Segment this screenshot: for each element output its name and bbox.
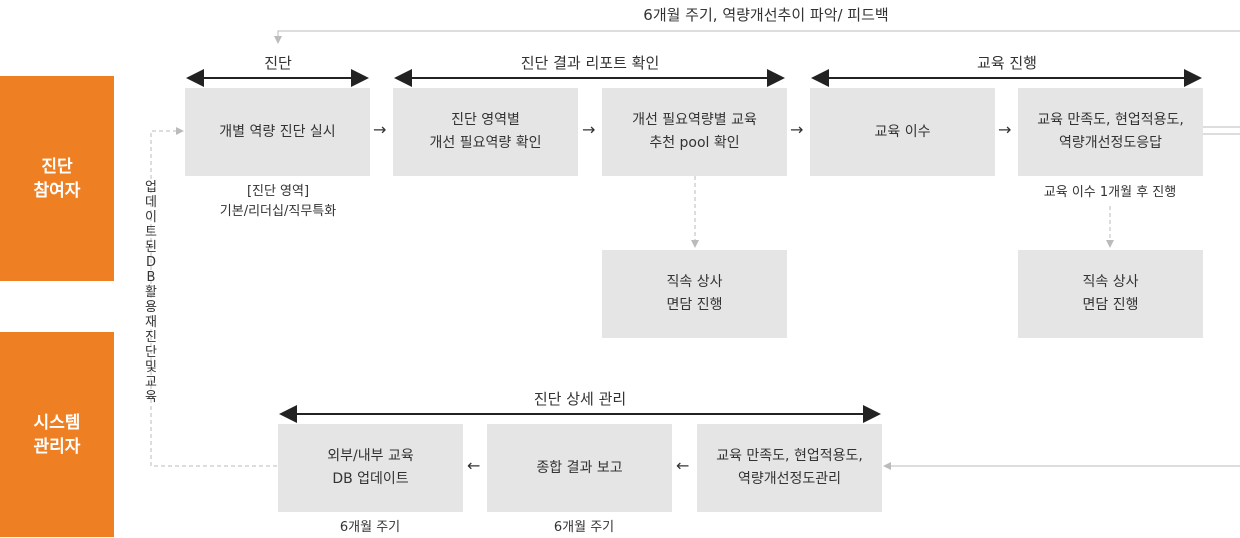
area-note-title: [진단 영역] (246, 184, 310, 199)
feedback-loop-line (274, 30, 1240, 44)
box-completion: 교육 이수 (810, 88, 995, 176)
phase-label-detail: 진단 상세 관리 (533, 390, 627, 408)
arrow-left-1: ← (467, 456, 481, 475)
phase-label-education: 교육 진행 (977, 54, 1037, 72)
rediagnosis-loop-line (150, 127, 277, 467)
box-interview-2: 직속 상사 면담 진행 (1018, 250, 1203, 338)
phase-label-diagnosis: 진단 (264, 54, 292, 72)
vertical-note: 업데이트된 DB활용 재진단 및 교육 (145, 180, 157, 405)
arrow-right-4: → (998, 120, 1012, 139)
box-survey: 교육 만족도, 현업적용도, 역량개선정도응답 (1018, 88, 1203, 176)
arrow-left-2: ← (676, 456, 690, 475)
lane-admin: 시스템 관리자 (0, 332, 114, 537)
cycle-note-db: 6개월 주기 (339, 520, 401, 535)
phase-label-report: 진단 결과 리포트 확인 (520, 54, 660, 72)
feedback-label: 6개월 주기, 역량개선추이 파악/ 피드백 (643, 6, 889, 24)
box-individual-diagnosis: 개별 역량 진단 실시 (185, 88, 370, 176)
cycle-note-report: 6개월 주기 (553, 520, 615, 535)
box-pool-check: 개선 필요역량별 교육 추천 pool 확인 (602, 88, 787, 176)
box-report-total: 종합 결과 보고 (487, 424, 672, 512)
lane-participant: 진단 참여자 (0, 76, 114, 281)
box-area-check: 진단 영역별 개선 필요역량 확인 (393, 88, 578, 176)
box-interview-1: 직속 상사 면담 진행 (602, 250, 787, 338)
area-note-list: 기본/리더십/직무특화 (219, 204, 337, 219)
arrow-right-3: → (790, 120, 804, 139)
box-db-update: 외부/내부 교육 DB 업데이트 (278, 424, 463, 512)
arrow-right-1: → (373, 120, 387, 139)
box-manage: 교육 만족도, 현업적용도, 역량개선정도관리 (697, 424, 882, 512)
after-completion-note: 교육 이수 1개월 후 진행 (1043, 185, 1177, 200)
arrow-right-2: → (582, 120, 596, 139)
